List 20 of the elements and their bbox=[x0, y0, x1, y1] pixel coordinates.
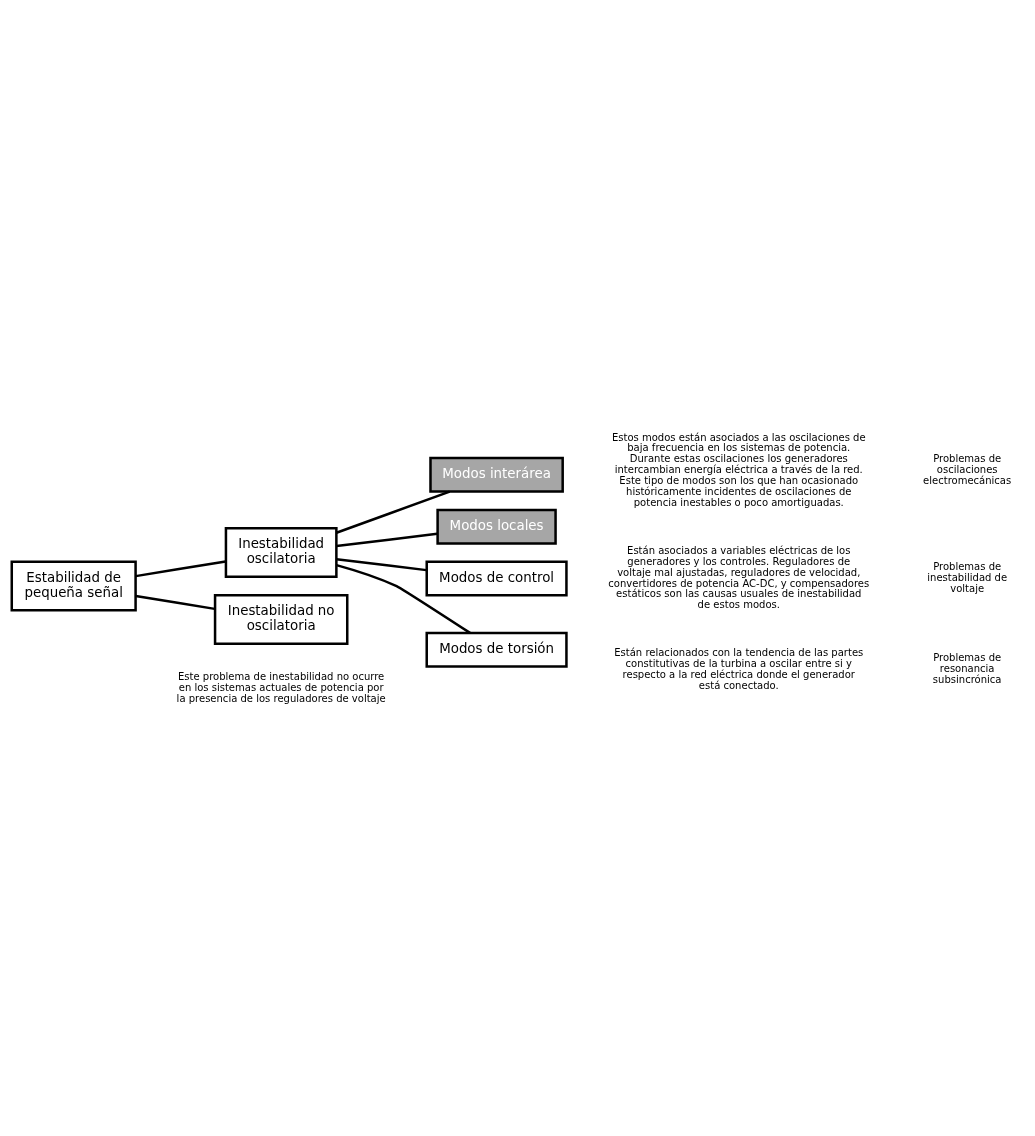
label: Están relacionados con la tendencia de las partes constitutivas de la turbina a oscilar entre si y respecto a la red eléctrica donde el generador está conectado. bbox=[614, 646, 864, 691]
label: Problemas de oscilaciones electromecánicas bbox=[923, 452, 1012, 486]
label: Problemas de resonancia subsincrónica bbox=[932, 651, 1002, 685]
node-box: Modos locales bbox=[436, 508, 557, 545]
label: Problemas de inestabilidad de voltaje bbox=[927, 560, 1008, 594]
node-box: Inestabilidad no oscilatoria bbox=[213, 593, 349, 645]
label: Están asociados a variables eléctricas de los generadores y los controles. Reguladores de voltaje mal ajustadas, reguladores de velocidad, convertidores de potencia AC-DC, y compensadores estáticos son las causas usuales de inestabilidad de estos modos. bbox=[608, 544, 870, 610]
node-box: Modos interárea bbox=[429, 456, 564, 493]
node-label: Este problema de inestabilidad no ocurre en los sistemas actuales de potencia por la presencia de los reguladores de voltaje bbox=[176, 670, 386, 704]
node-box: Modos de torsión bbox=[425, 631, 568, 668]
node-box: Estabilidad de pequeña señal bbox=[10, 560, 137, 612]
node-box: Modos de control bbox=[425, 560, 568, 597]
connector bbox=[135, 559, 226, 577]
node-box: Inestabilidad oscilatoria bbox=[224, 526, 338, 578]
connector bbox=[336, 563, 471, 634]
label: Estos modos están asociados a las oscilaciones de baja frecuencia en los sistemas de potencia. Durante estas oscilaciones los generadores intercambian energía eléctrica a través de la red. Este tipo de modos son los que han ocasionado históricamente incidentes de oscilaciones de potencia inestables o poco amortiguadas. bbox=[611, 431, 866, 508]
connector bbox=[336, 557, 427, 571]
connector bbox=[336, 532, 438, 547]
connector bbox=[135, 594, 215, 610]
connector bbox=[336, 489, 451, 534]
